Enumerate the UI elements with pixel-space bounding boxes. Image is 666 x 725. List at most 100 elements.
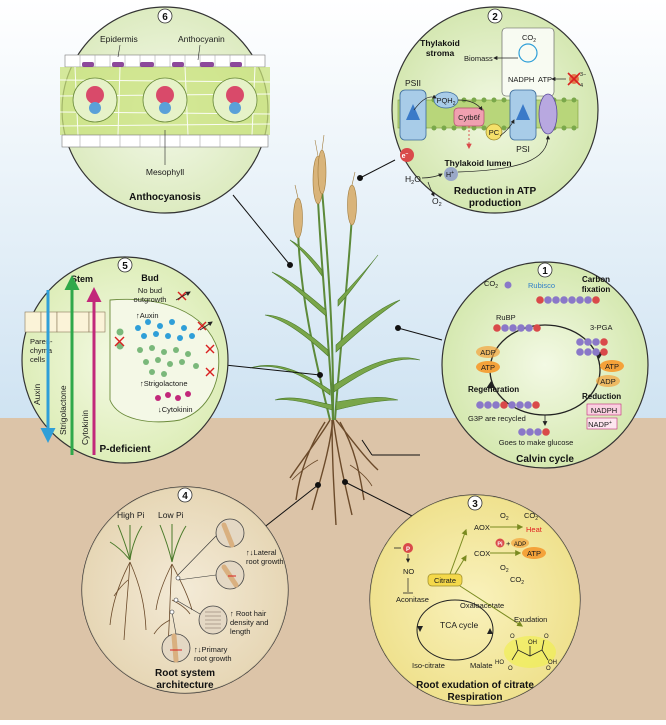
panel-atp-production: 2 Thylakoid stroma CO2 Biomass NADPH ATP…	[391, 6, 599, 214]
citrate-box	[427, 573, 463, 587]
psii-label: PSII	[405, 78, 421, 88]
strigolactone-vertical-label: Strigolactone	[58, 385, 68, 435]
pqh2-label: PQH2	[436, 96, 455, 107]
nadph-label: NADPH	[508, 75, 534, 84]
label-epidermis: Epidermis	[100, 34, 138, 44]
citrate-molecule	[511, 639, 549, 661]
label-anthocyanin: Anthocyanin	[178, 34, 225, 44]
rubp-chain	[493, 324, 541, 332]
no-bud-line1: No bud	[138, 286, 162, 295]
connector-lines	[224, 159, 443, 541]
o-top-left: O	[510, 634, 515, 640]
glucose-chain	[518, 428, 550, 436]
reduction-label: Reduction	[582, 392, 621, 401]
low-pi-label: Low Pi	[158, 510, 184, 520]
panel2-title-line1: Reduction in ATP	[454, 186, 537, 197]
hair-line1: ↑ Root hair	[230, 609, 267, 618]
rubp-label: RuBP	[496, 313, 516, 322]
heat-label: Heat	[526, 525, 543, 534]
auxin-arrow-label: ↑Auxin	[136, 311, 159, 320]
cytb6f-label: Cytb6f	[458, 113, 481, 122]
co2-label-bottom: CO2	[510, 575, 524, 586]
pga-label: 3-PGA	[590, 323, 613, 332]
bud-label: Bud	[141, 273, 159, 283]
atp-label-right: ATP	[605, 362, 619, 371]
o-bottom-left: O	[508, 666, 513, 672]
panel4-title-line1: Root system	[155, 668, 215, 679]
p-label-panel3: P	[406, 547, 410, 553]
malate-label: Malate	[470, 661, 493, 670]
panel3-number: 3	[472, 499, 478, 510]
parenchyma-cells	[24, 311, 106, 333]
aconitase-label: Aconitase	[396, 595, 429, 604]
thylakoid-stroma-line1: Thylakoid	[420, 38, 460, 48]
o2-label: O2	[432, 196, 442, 208]
thylakoid-lumen-label: Thylakoid lumen	[444, 158, 511, 168]
panel-root-exudation: 3 P NO Aconitase AOX COX O2 CO2 Heat Pi …	[369, 494, 581, 706]
no-label: NO	[403, 567, 414, 576]
root-zoom-circles	[161, 518, 245, 663]
atp-synthase	[538, 93, 558, 135]
electron-label: e−	[402, 151, 409, 160]
p-deficient-label: P-deficient	[99, 444, 151, 455]
tca-cycle-loop	[416, 599, 494, 661]
pc-label: PC	[489, 128, 500, 137]
h2o-label: H2O	[405, 174, 421, 186]
nadp-label: NADP+	[588, 420, 612, 429]
strigolactone-molecules	[116, 328, 199, 377]
panel2-title-line2: production	[469, 198, 521, 209]
adp-label-right: ADP	[600, 377, 615, 386]
wheat-plant	[249, 134, 421, 526]
plus-label: +	[506, 539, 511, 548]
pga-chain	[576, 338, 608, 356]
cytokinin-molecules	[155, 391, 191, 401]
proton-label: H+	[446, 170, 454, 179]
high-pi-label: High Pi	[117, 510, 145, 520]
lateral-line2: root growth	[246, 557, 284, 566]
auxin-vertical-label: Auxin	[32, 383, 42, 405]
glucose-label: Goes to make glucose	[499, 438, 574, 447]
strigolactone-arrow-label: ↑Strigolactone	[140, 379, 188, 388]
carbon-fixation-line2: fixation	[582, 285, 611, 294]
auxin-molecules	[135, 319, 195, 341]
panel4-number: 4	[182, 491, 188, 502]
co2-label-top: CO2	[524, 511, 538, 522]
atp-label: ATP	[538, 75, 552, 84]
parenchyma-line1: Paren-	[30, 337, 53, 346]
panel3-title-line2: Respiration	[447, 692, 502, 703]
panel1-number: 1	[542, 266, 548, 277]
parenchyma-line2: chyma	[30, 346, 53, 355]
carbon-chain-top	[536, 296, 600, 304]
citrate-label: Citrate	[434, 576, 456, 585]
no-bud-line2: outgrowth	[134, 295, 167, 304]
stem-label: Stem	[71, 274, 93, 284]
panel3-title-line1: Root exudation of citrate	[416, 680, 534, 691]
hair-line2: density and	[230, 618, 268, 627]
panel4-title-line2: architecture	[156, 680, 214, 691]
g3p-recycled-label: G3P are recycled	[468, 414, 526, 423]
adp-label-panel3: ADP	[514, 542, 526, 548]
panel6-title: Anthocyanosis	[129, 192, 201, 203]
panel-anthocyanosis: 6 Epidermis Ant	[59, 6, 271, 214]
co2-label: CO2	[522, 33, 536, 44]
regeneration-label: Regeneration	[468, 385, 519, 394]
psi-label: PSI	[516, 144, 530, 154]
primary-line1: ↑↓Primary	[194, 645, 228, 654]
primary-line2: root growth	[194, 654, 232, 663]
aox-label: AOX	[474, 523, 490, 532]
cytokinin-vertical-label: Cytokinin	[80, 410, 90, 445]
nadph-label-calvin: NADPH	[591, 406, 617, 415]
carbon-fixation-line1: Carbon	[582, 275, 610, 284]
oxaloacetate-label: Oxaloacetate	[460, 601, 504, 610]
oh-center: OH	[528, 640, 537, 646]
blocked-marks	[114, 291, 215, 377]
pi-label: Pi	[497, 542, 503, 548]
g3p-chain	[476, 401, 540, 409]
hair-line3: length	[230, 627, 250, 636]
biomass-label: Biomass	[464, 54, 493, 63]
panel6-number: 6	[162, 12, 168, 23]
vascular-bundles	[72, 77, 258, 123]
isocitrate-label: Iso-citrate	[412, 661, 445, 670]
